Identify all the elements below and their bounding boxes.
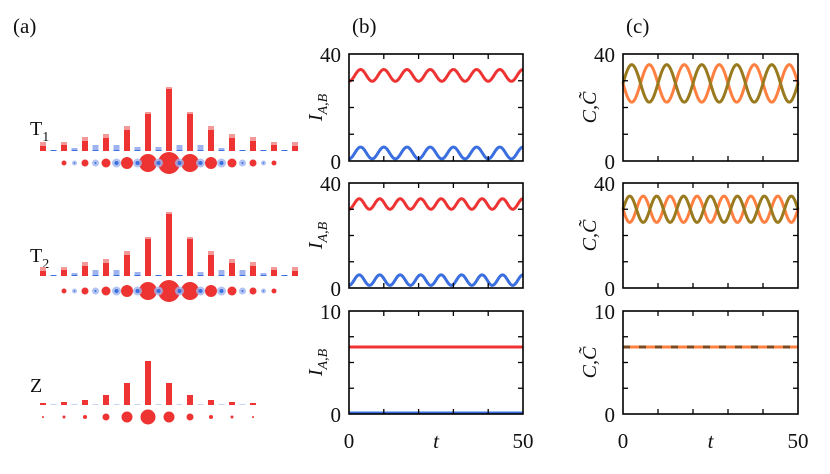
y-axis-label: IA,B — [305, 221, 331, 250]
x-axis-label: t — [433, 429, 440, 453]
row-label: T1 — [30, 118, 49, 145]
ytick-max: 40 — [320, 172, 341, 196]
series-IB — [348, 145, 524, 161]
series-C — [621, 194, 800, 224]
row-label: Z — [30, 375, 42, 397]
xtick-min: 0 — [344, 429, 355, 453]
panel-label-b: (b) — [352, 14, 377, 38]
y-axis-label: IA,B — [305, 93, 331, 122]
ytick-max: 40 — [594, 172, 615, 196]
series-IA — [348, 68, 524, 83]
xtick-min: 0 — [618, 429, 629, 453]
lattice-row-2: T2 — [30, 212, 298, 302]
series-IB — [348, 273, 524, 287]
ytick-min: 0 — [331, 150, 342, 174]
subplot-3: 10 0 C,C̃ — [578, 300, 799, 427]
xtick-max: 50 — [788, 429, 809, 453]
ytick-min: 0 — [605, 403, 616, 427]
y-axis-label: C,C̃ — [578, 91, 601, 123]
panel-label-a: (a) — [13, 14, 36, 38]
ytick-min: 0 — [331, 403, 342, 427]
row-label: T2 — [30, 245, 49, 272]
lattice-row-1: T1 — [30, 87, 298, 174]
ytick-max: 10 — [320, 300, 341, 324]
subplot-3: 10 0 IA,B — [305, 300, 524, 427]
ytick-max: 40 — [320, 43, 341, 67]
y-axis-label: C,C̃ — [578, 219, 601, 251]
series-C — [621, 63, 800, 104]
y-axis-label: IA,B — [305, 348, 331, 377]
ytick-min: 0 — [331, 277, 342, 301]
ytick-min: 0 — [605, 150, 616, 174]
ytick-max: 40 — [594, 43, 615, 67]
ytick-min: 0 — [605, 277, 616, 301]
subplot-2: 40 0 IA,B — [305, 172, 524, 301]
subplot-1: 40 0 IA,B — [305, 43, 524, 174]
ytick-max: 10 — [594, 300, 615, 324]
subplot-2: 40 0 C,C̃ — [578, 172, 800, 301]
x-axis-label: t — [708, 429, 715, 453]
subplot-1: 40 0 C,C̃ — [578, 43, 800, 174]
series-C — [621, 194, 800, 224]
panel-label-c: (c) — [626, 14, 649, 38]
series-IA — [348, 197, 524, 211]
xtick-max: 50 — [513, 429, 534, 453]
lattice-row-3: Z — [30, 361, 256, 425]
y-axis-label: C,C̃ — [578, 346, 601, 378]
